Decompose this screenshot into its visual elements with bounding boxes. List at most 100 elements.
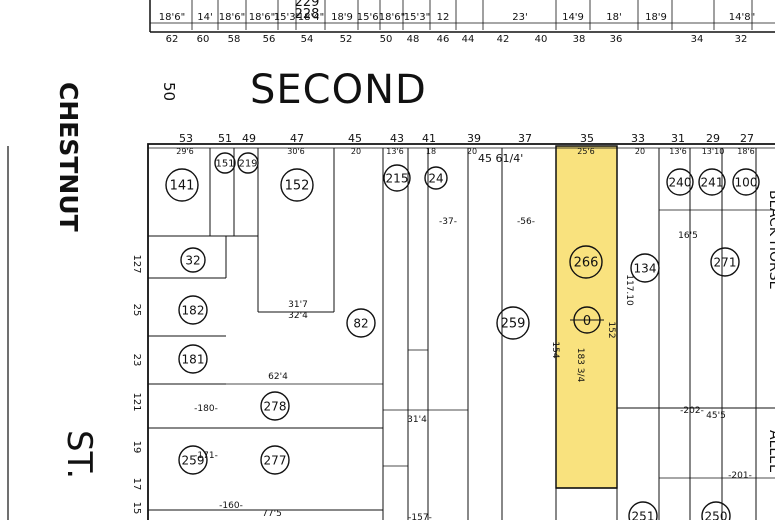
parcel-number[interactable]: 259 [178,445,208,475]
parcel-number-label: 259 [501,317,526,332]
frontage-dim: 13'6 [669,147,686,156]
frontage-dim: 30'6 [287,147,304,156]
block-lot-number: 37 [518,132,532,145]
parcel-number[interactable]: 250 [701,501,731,520]
block-lines [147,143,775,520]
top-lot-number: 38 [573,34,586,45]
street-label-allee: ALLEE [766,430,775,473]
depth-dim: 31'7 [288,300,308,310]
depth-dim: 16'5 [678,231,698,241]
top-dim: 23' [512,12,527,23]
parcel-number[interactable]: 141 [165,168,199,202]
parcel-number[interactable]: 241 [698,168,726,196]
top-dim: 18'9 [331,12,353,23]
parcel-number-label: 259 [182,453,205,467]
block-lot-number: 39 [467,132,481,145]
top-lot-number: 52 [340,34,353,45]
parcel-number[interactable]: 266 [569,245,603,279]
depth-dim: 31'4 [407,415,427,425]
parcel-number-label: 251 [632,509,655,520]
parcel-number-label: 141 [170,179,195,194]
top-dim: 14'9 [562,12,584,23]
top-lot-number: 54 [301,34,314,45]
top-lot-number: 34 [691,34,704,45]
parcel-number[interactable]: 181 [178,344,208,374]
street-number-second: 50 [160,82,178,101]
depth-dim: 62'4 [268,372,288,382]
block-lot-number: 45 [348,132,362,145]
depth-dim: -56- [517,217,535,227]
parcel-number[interactable]: 134 [630,253,660,283]
highlighted-lot[interactable] [555,145,618,489]
parcel-number-label: 250 [705,509,728,520]
frontage-dim: 29'6 [176,147,193,156]
block-lot-number: 35 [580,132,594,145]
parcel-number-label: 134 [634,261,657,275]
parcel-number-label: 278 [264,399,287,413]
parcel-number[interactable]: 151 [214,152,236,174]
parcel-number[interactable]: 32 [180,247,206,273]
parcel-number[interactable]: 219 [237,152,259,174]
top-dim: 18'9 [645,12,667,23]
parcel-number-label: 271 [714,255,737,269]
depth-dim: 32'4 [288,311,308,321]
depth-dim: -37- [439,217,457,227]
block-lot-number: 43 [390,132,404,145]
block-lot-number: 29 [706,132,720,145]
parcel-number[interactable]: 24 [424,166,448,190]
parcel-number[interactable]: 240 [666,168,694,196]
side-lot-number: 127 [131,254,142,273]
top-parcel-number: 229 [295,0,320,10]
parcel-number[interactable]: 100 [732,168,760,196]
depth-dim: 183 3/4 [575,348,585,383]
street-label-black-horse: BLACK HORSE [766,190,775,289]
top-dim: 14'8" [729,12,755,23]
top-dim: 15'6" [357,12,383,23]
frontage-dim: 13'10 [702,147,725,156]
parcel-number-label: 215 [386,171,409,185]
parcel-number[interactable]: 152 [280,168,314,202]
top-lot-number: 32 [735,34,748,45]
side-lot-number: 19 [131,441,142,454]
top-dim: 18'4" [298,12,324,23]
side-lot-number: 23 [131,354,142,367]
parcel-number-label: 151 [215,159,234,170]
top-lot-number: 42 [497,34,510,45]
top-lot-number: 40 [535,34,548,45]
parcel-number[interactable]: 278 [260,391,290,421]
parcel-number-label: 181 [182,352,205,366]
block-lot-number: 49 [242,132,256,145]
frontage-dim: 18'6 [737,147,754,156]
frontage-total: 45 61/4' [478,152,523,165]
parcel-number[interactable]: 271 [710,247,740,277]
block-lot-number: 33 [631,132,645,145]
parcel-number[interactable]: 259 [496,306,530,340]
parcel-number[interactable]: 215 [383,164,411,192]
side-lot-number: 17 [131,478,142,491]
top-lot-number: 60 [197,34,210,45]
parcel-number[interactable]: 182 [178,295,208,325]
parcel-number-label: 182 [182,303,205,317]
street-label-second: SECOND [250,67,427,113]
frontage-dim: 18 [426,147,436,156]
parcel-number[interactable]: 277 [260,445,290,475]
marked-parcel-label: 0 [583,314,591,329]
parcel-number[interactable]: 82 [346,308,376,338]
depth-dim: 45'5 [706,411,726,421]
frontage-dim: 20 [635,147,645,156]
top-lot-number: 48 [407,34,420,45]
parcel-number[interactable]: 251 [628,501,658,520]
frontage-dim: 20 [467,147,477,156]
block-lot-number: 51 [218,132,232,145]
top-lot-number: 36 [610,34,623,45]
marked-parcel[interactable]: 0 [570,306,604,334]
top-lot-number: 58 [228,34,241,45]
top-lot-number: 62 [166,34,179,45]
depth-dim: -160- [219,501,243,511]
parcel-number-label: 152 [285,179,310,194]
